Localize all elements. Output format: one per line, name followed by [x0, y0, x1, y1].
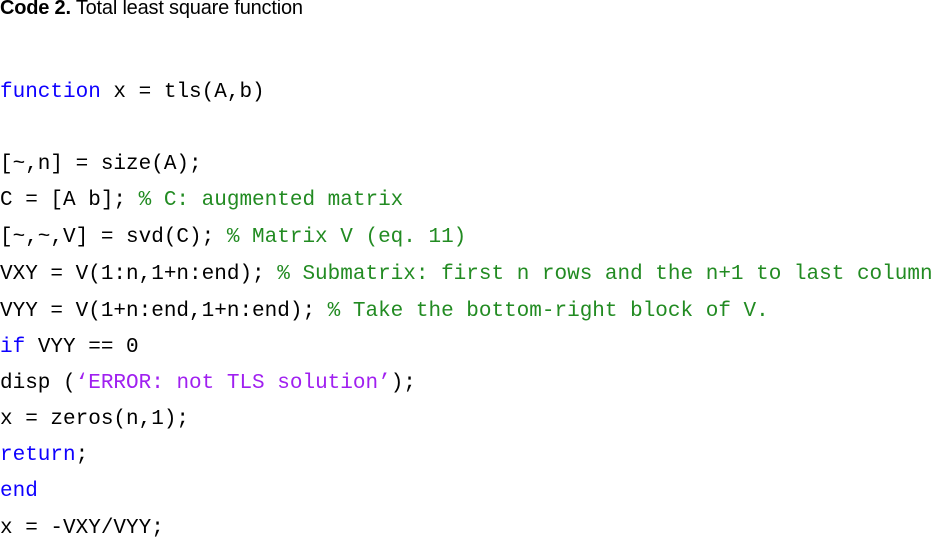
code-line-augmented: C = [A b]; % C: augmented matrix: [0, 189, 403, 213]
code-line-svd: [~,~,V] = svd(C); % Matrix V (eq. 11): [0, 226, 466, 250]
code-comment: % Take the bottom-right block of V.: [327, 300, 769, 323]
code-line-function-signature: function x = tls(A,b): [0, 81, 265, 105]
code-comment: % Submatrix: first n rows and the n+1 to…: [277, 263, 933, 286]
code-line-disp: disp (‘ERROR: not TLS solution’);: [0, 372, 416, 396]
code-text: );: [390, 372, 416, 395]
code-text: x = tls(A,b): [100, 81, 265, 104]
code-text: [~,~,V] = svd(C);: [0, 226, 227, 249]
code-text: [~,n] = size(A);: [0, 153, 202, 176]
keyword: if: [0, 336, 26, 359]
code-string: ‘ERROR: not TLS solution’: [75, 372, 391, 395]
code-line-if: if VYY == 0: [0, 336, 139, 360]
code-text: C = [A b];: [0, 189, 139, 212]
code-text: VYY = V(1+n:end,1+n:end);: [0, 300, 328, 323]
keyword: function: [0, 81, 101, 104]
caption-title: Total least square function: [70, 0, 303, 19]
code-line-vxy: VXY = V(1:n,1+n:end); % Submatrix: first…: [0, 263, 933, 287]
code-text: x = -VXY/VYY;: [0, 517, 164, 540]
keyword: end: [0, 480, 38, 503]
code-text: ;: [75, 444, 89, 467]
code-caption: Code 2. Total least square function: [0, 0, 303, 20]
code-line-result: x = -VXY/VYY;: [0, 517, 164, 541]
code-text: disp (: [0, 372, 76, 395]
code-line-zeros: x = zeros(n,1);: [0, 408, 189, 432]
code-text: x = zeros(n,1);: [0, 408, 190, 431]
keyword: return: [0, 444, 76, 467]
caption-label: Code 2.: [0, 0, 71, 19]
code-line-return: return;: [0, 444, 88, 468]
code-comment: % Matrix V (eq. 11): [226, 226, 467, 249]
code-comment: % C: augmented matrix: [138, 189, 404, 212]
code-line-end: end: [0, 480, 38, 504]
code-text: VYY == 0: [25, 336, 139, 359]
code-line-size: [~,n] = size(A);: [0, 153, 202, 177]
code-text: VXY = V(1:n,1+n:end);: [0, 263, 278, 286]
code-line-vyy: VYY = V(1+n:end,1+n:end); % Take the bot…: [0, 300, 769, 324]
